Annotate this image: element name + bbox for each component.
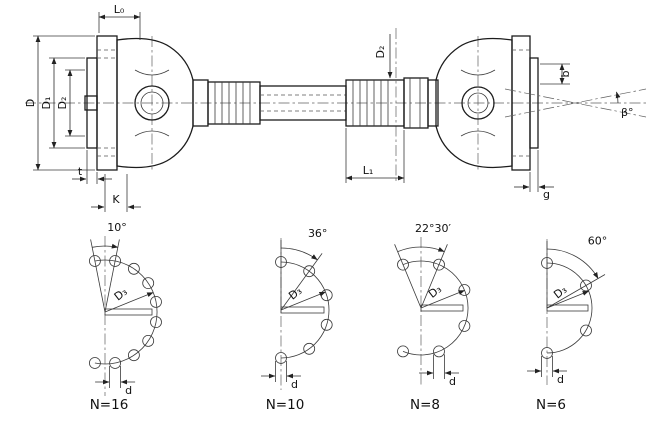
shaft-assembly-drawing	[25, 28, 648, 182]
pitch-angle-label: 60°	[588, 234, 608, 247]
bolt-hole-icon	[142, 277, 155, 290]
right-universal-joint-yoke	[427, 37, 513, 169]
dim-d1-label: D₁	[40, 97, 53, 110]
bolt-hole-icon	[303, 342, 316, 355]
bolt-hole-icon	[541, 347, 553, 359]
bolt-hole-icon	[127, 262, 140, 275]
dim-t-label: t	[78, 165, 83, 178]
dim-d2-sleeve-label: D₂	[374, 46, 387, 59]
bolt-hole-icon	[142, 334, 155, 347]
bolt-hole-icon	[109, 255, 121, 267]
pitch-angle-label: 22°30′	[415, 222, 451, 235]
bolt-hole-icon	[433, 345, 445, 358]
bolt-hole-icon	[89, 357, 101, 369]
dim-g-label: g	[543, 188, 550, 201]
bolt-hole-icon	[397, 345, 409, 358]
bolt-hole-icon	[397, 258, 409, 271]
hole-count-label: N=10	[266, 397, 305, 413]
shaft-tube	[192, 77, 429, 129]
bolt-hole-icon	[433, 258, 445, 271]
spline-sleeve	[345, 79, 405, 127]
bolt-circle-diameter-label: D₃	[426, 283, 444, 301]
flange-bolt-pattern-16: 10° D₃ dN=16	[89, 221, 162, 413]
hole-count-label: N=6	[536, 397, 566, 413]
dim-beta-label: β°	[621, 106, 634, 119]
bolt-hole-icon	[89, 255, 101, 267]
bolt-hole-icon	[580, 324, 592, 337]
right-bearing-cup	[461, 86, 495, 120]
bolt-circle-arc	[280, 261, 330, 359]
flange-bolt-pattern-8: 22°30′ D₃ dN=8	[394, 222, 471, 413]
dim-d2-label: D₂	[56, 97, 69, 110]
flange-hub-tab	[104, 308, 153, 316]
right-flange	[511, 35, 539, 171]
bolt-circle-diameter-label: D₃	[112, 285, 130, 303]
bolt-hole-icon	[127, 349, 140, 362]
bolt-hole-icon	[275, 352, 287, 364]
hole-diameter-label: d	[125, 384, 132, 397]
bolt-hole-icon	[458, 320, 471, 332]
bolt-hole-icon	[303, 265, 316, 278]
flange-hub-tab	[280, 306, 325, 314]
pitch-angle-label: 36°	[308, 227, 328, 240]
dim-l1-label: L₁	[363, 164, 374, 177]
bolt-hole-icon	[320, 318, 333, 331]
left-bearing-cup	[134, 85, 170, 121]
dim-l0-label: L₀	[114, 3, 125, 16]
bolt-hole-icon	[150, 295, 162, 308]
hole-count-label: N=16	[90, 397, 129, 413]
flange-bolt-pattern-10: 36° D₃ dN=10	[261, 227, 333, 413]
dim-b-label: b	[559, 70, 572, 77]
pitch-angle-label: 10°	[107, 221, 127, 234]
bolt-circle-arc	[402, 260, 469, 356]
flange-hub-tab	[420, 304, 464, 312]
dim-d-label: D	[24, 99, 37, 107]
hole-diameter-label: d	[449, 375, 456, 388]
dim-k-label: K	[112, 193, 120, 206]
bolt-hole-icon	[150, 316, 162, 329]
bolt-hole-icon	[458, 284, 471, 296]
bolt-circle-diameter-label: D₃	[551, 283, 569, 301]
hole-count-label: N=8	[410, 397, 440, 413]
bolt-hole-icon	[109, 357, 121, 369]
hole-diameter-label: d	[291, 378, 298, 391]
bolt-circle-arc	[94, 259, 158, 365]
bolt-circle-diameter-label: D₃	[286, 284, 304, 302]
hole-diameter-label: d	[557, 373, 564, 386]
bolt-circle-arc	[546, 262, 593, 354]
dimensions: L₀ D₂ D D₁ D₂ b β° g	[24, 3, 647, 212]
flange-bolt-pattern-6: 60° D₃ dN=6	[527, 234, 607, 413]
